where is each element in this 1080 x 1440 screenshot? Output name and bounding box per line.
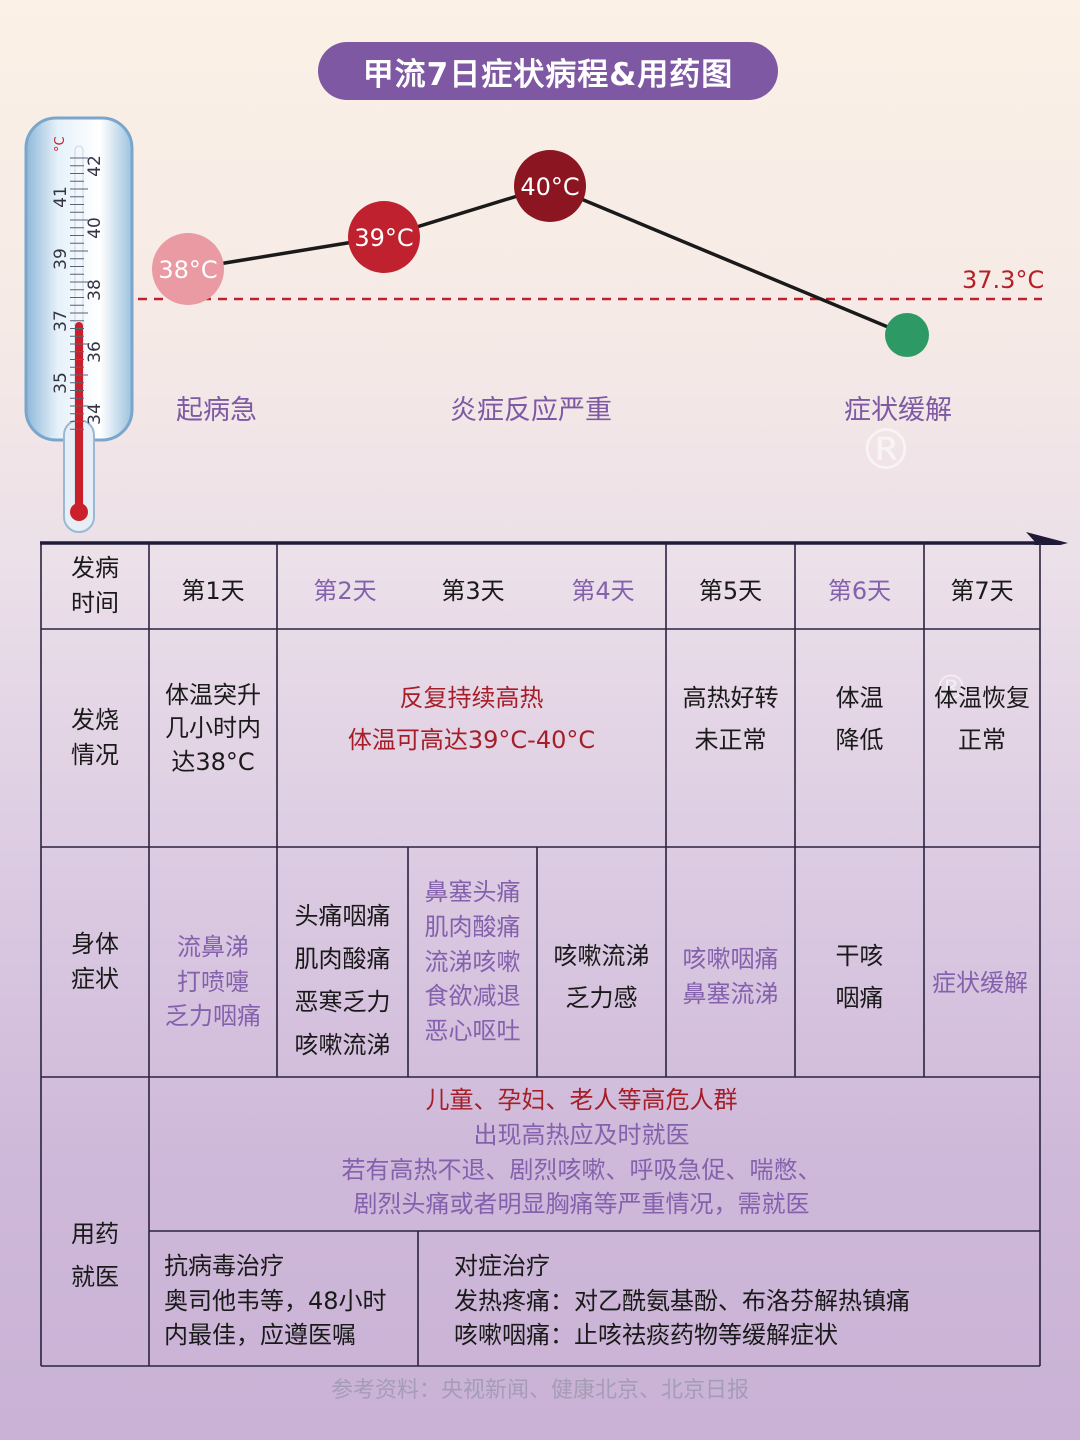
day-3: 第3天 <box>441 576 505 605</box>
axis-arrow-icon <box>1026 532 1068 545</box>
data-point-3 <box>514 150 586 222</box>
symptom-day6: 干咳 咽痛 <box>835 942 884 1012</box>
data-label-3: 40°C <box>520 173 579 201</box>
day-1: 第1天 <box>181 576 245 605</box>
medicine-advice: 儿童、孕妇、老人等高危人群 出现高热应及时就医 若有高热不退、剧烈咳嗽、呼吸急促… <box>149 1083 1014 1231</box>
references: 参考资料：央视新闻、健康北京、北京日报 <box>330 1378 749 1403</box>
symptom-day7: 症状缓解 <box>932 968 1028 997</box>
thermometer-tick-39: 39 <box>51 248 71 270</box>
stage-inflammation: 炎症反应严重 <box>450 395 612 426</box>
day-6: 第6天 <box>827 576 892 605</box>
data-label-2: 39°C <box>354 224 413 252</box>
fever-day6: 体温 降低 <box>835 684 884 754</box>
thermometer-icon: °C 42 41 40 39 38 37 36 35 34 <box>24 116 134 533</box>
page-title: 甲流7日症状病程&用药图 <box>318 42 778 100</box>
day-5: 第5天 <box>698 576 763 605</box>
thermometer-tick-35: 35 <box>51 372 71 394</box>
thermometer-tick-34: 34 <box>85 403 105 425</box>
reference-label: 37.3°C <box>962 266 1045 294</box>
fever-day2-4: 反复持续高热 体温可高达39°C-40°C <box>347 684 596 754</box>
temperature-chart: °C 42 41 40 39 38 37 36 35 34 38°C 39°C 40°C <box>24 116 1068 545</box>
symptom-day2: 头痛咽痛 肌肉酸痛 恶寒乏力 咳嗽流涕 <box>294 901 391 1060</box>
stage-onset: 起病急 <box>176 395 257 426</box>
thermometer-tick-41: 41 <box>51 186 71 208</box>
data-point-2 <box>348 201 420 273</box>
registered-mark-2: ® <box>934 668 968 708</box>
fever-day1: 体温突升 几小时内 达38°C <box>165 680 261 776</box>
fever-day7: 体温恢复 正常 <box>934 684 1030 754</box>
fever-day5: 高热好转 未正常 <box>682 684 779 754</box>
header-fever: 发烧 情况 <box>71 706 119 769</box>
high-risk-group: 儿童、孕妇、老人等高危人群 <box>425 1086 738 1114</box>
data-point-1 <box>152 233 224 305</box>
thermometer-tick-37: 37 <box>51 310 71 332</box>
header-medicine: 用药 就医 <box>71 1219 119 1291</box>
thermometer-unit: °C <box>53 136 68 152</box>
registered-mark: ® <box>858 418 914 483</box>
day-7: 第7天 <box>950 576 1014 605</box>
symptom-day1: 流鼻涕 打喷嚏 乏力咽痛 <box>165 932 261 1031</box>
day-2: 第2天 <box>313 576 377 605</box>
thermometer-tick-42: 42 <box>85 155 105 177</box>
header-symptom: 身体 症状 <box>71 930 119 993</box>
symptom-day3: 鼻塞头痛 肌肉酸痛 流涕咳嗽 食欲减退 恶心呕吐 <box>424 878 521 1046</box>
data-point-4 <box>885 313 929 357</box>
header-time: 发病 时间 <box>71 554 119 617</box>
data-label-1: 38°C <box>158 256 217 284</box>
thermometer-tick-38: 38 <box>85 279 105 301</box>
symptomatic-treatment: 对症治疗 发热疼痛：对乙酰氨基酚、布洛芬解热镇痛 咳嗽咽痛：止咳祛痰药物等缓解症… <box>454 1251 910 1350</box>
symptom-day4: 咳嗽流涕 乏力感 <box>553 942 650 1012</box>
thermometer-tick-36: 36 <box>85 341 105 363</box>
antiviral-treatment: 抗病毒治疗 奥司他韦等，48小时 内最佳，应遵医嘱 <box>164 1251 387 1350</box>
stage-relief: 症状缓解 <box>844 395 952 426</box>
temperature-line <box>187 184 908 337</box>
day-4: 第4天 <box>571 576 635 605</box>
thermometer-tick-40: 40 <box>85 217 105 239</box>
symptom-day5: 咳嗽咽痛 鼻塞流涕 <box>682 945 779 1008</box>
